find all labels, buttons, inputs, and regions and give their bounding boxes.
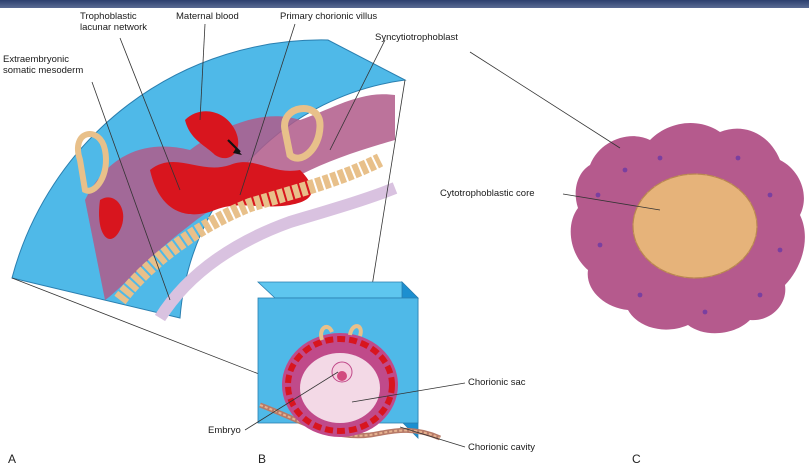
label-extraembryonic-somatic-mesoderm: Extraembryonic somatic mesoderm [3,54,83,76]
panel-letter-c: C [632,452,641,466]
label-syncytiotrophoblast: Syncytiotrophoblast [375,32,458,43]
panel-letter-b: B [258,452,266,466]
panel-b-block [258,282,440,438]
panel-a-wedge [12,40,405,318]
label-cytotrophoblastic-core: Cytotrophoblastic core [440,188,535,199]
panel-letter-a: A [8,452,16,466]
label-embryo: Embryo [208,425,241,436]
panel-c-villus-section [571,123,805,333]
cytotrophoblastic-core [633,174,757,278]
label-chorionic-cavity: Chorionic cavity [468,442,535,453]
label-maternal-blood: Maternal blood [176,11,239,22]
label-primary-chorionic-villus: Primary chorionic villus [280,11,377,22]
label-trophoblastic-lacunar-network: Trophoblastic lacunar network [80,11,147,33]
label-chorionic-sac: Chorionic sac [468,377,526,388]
